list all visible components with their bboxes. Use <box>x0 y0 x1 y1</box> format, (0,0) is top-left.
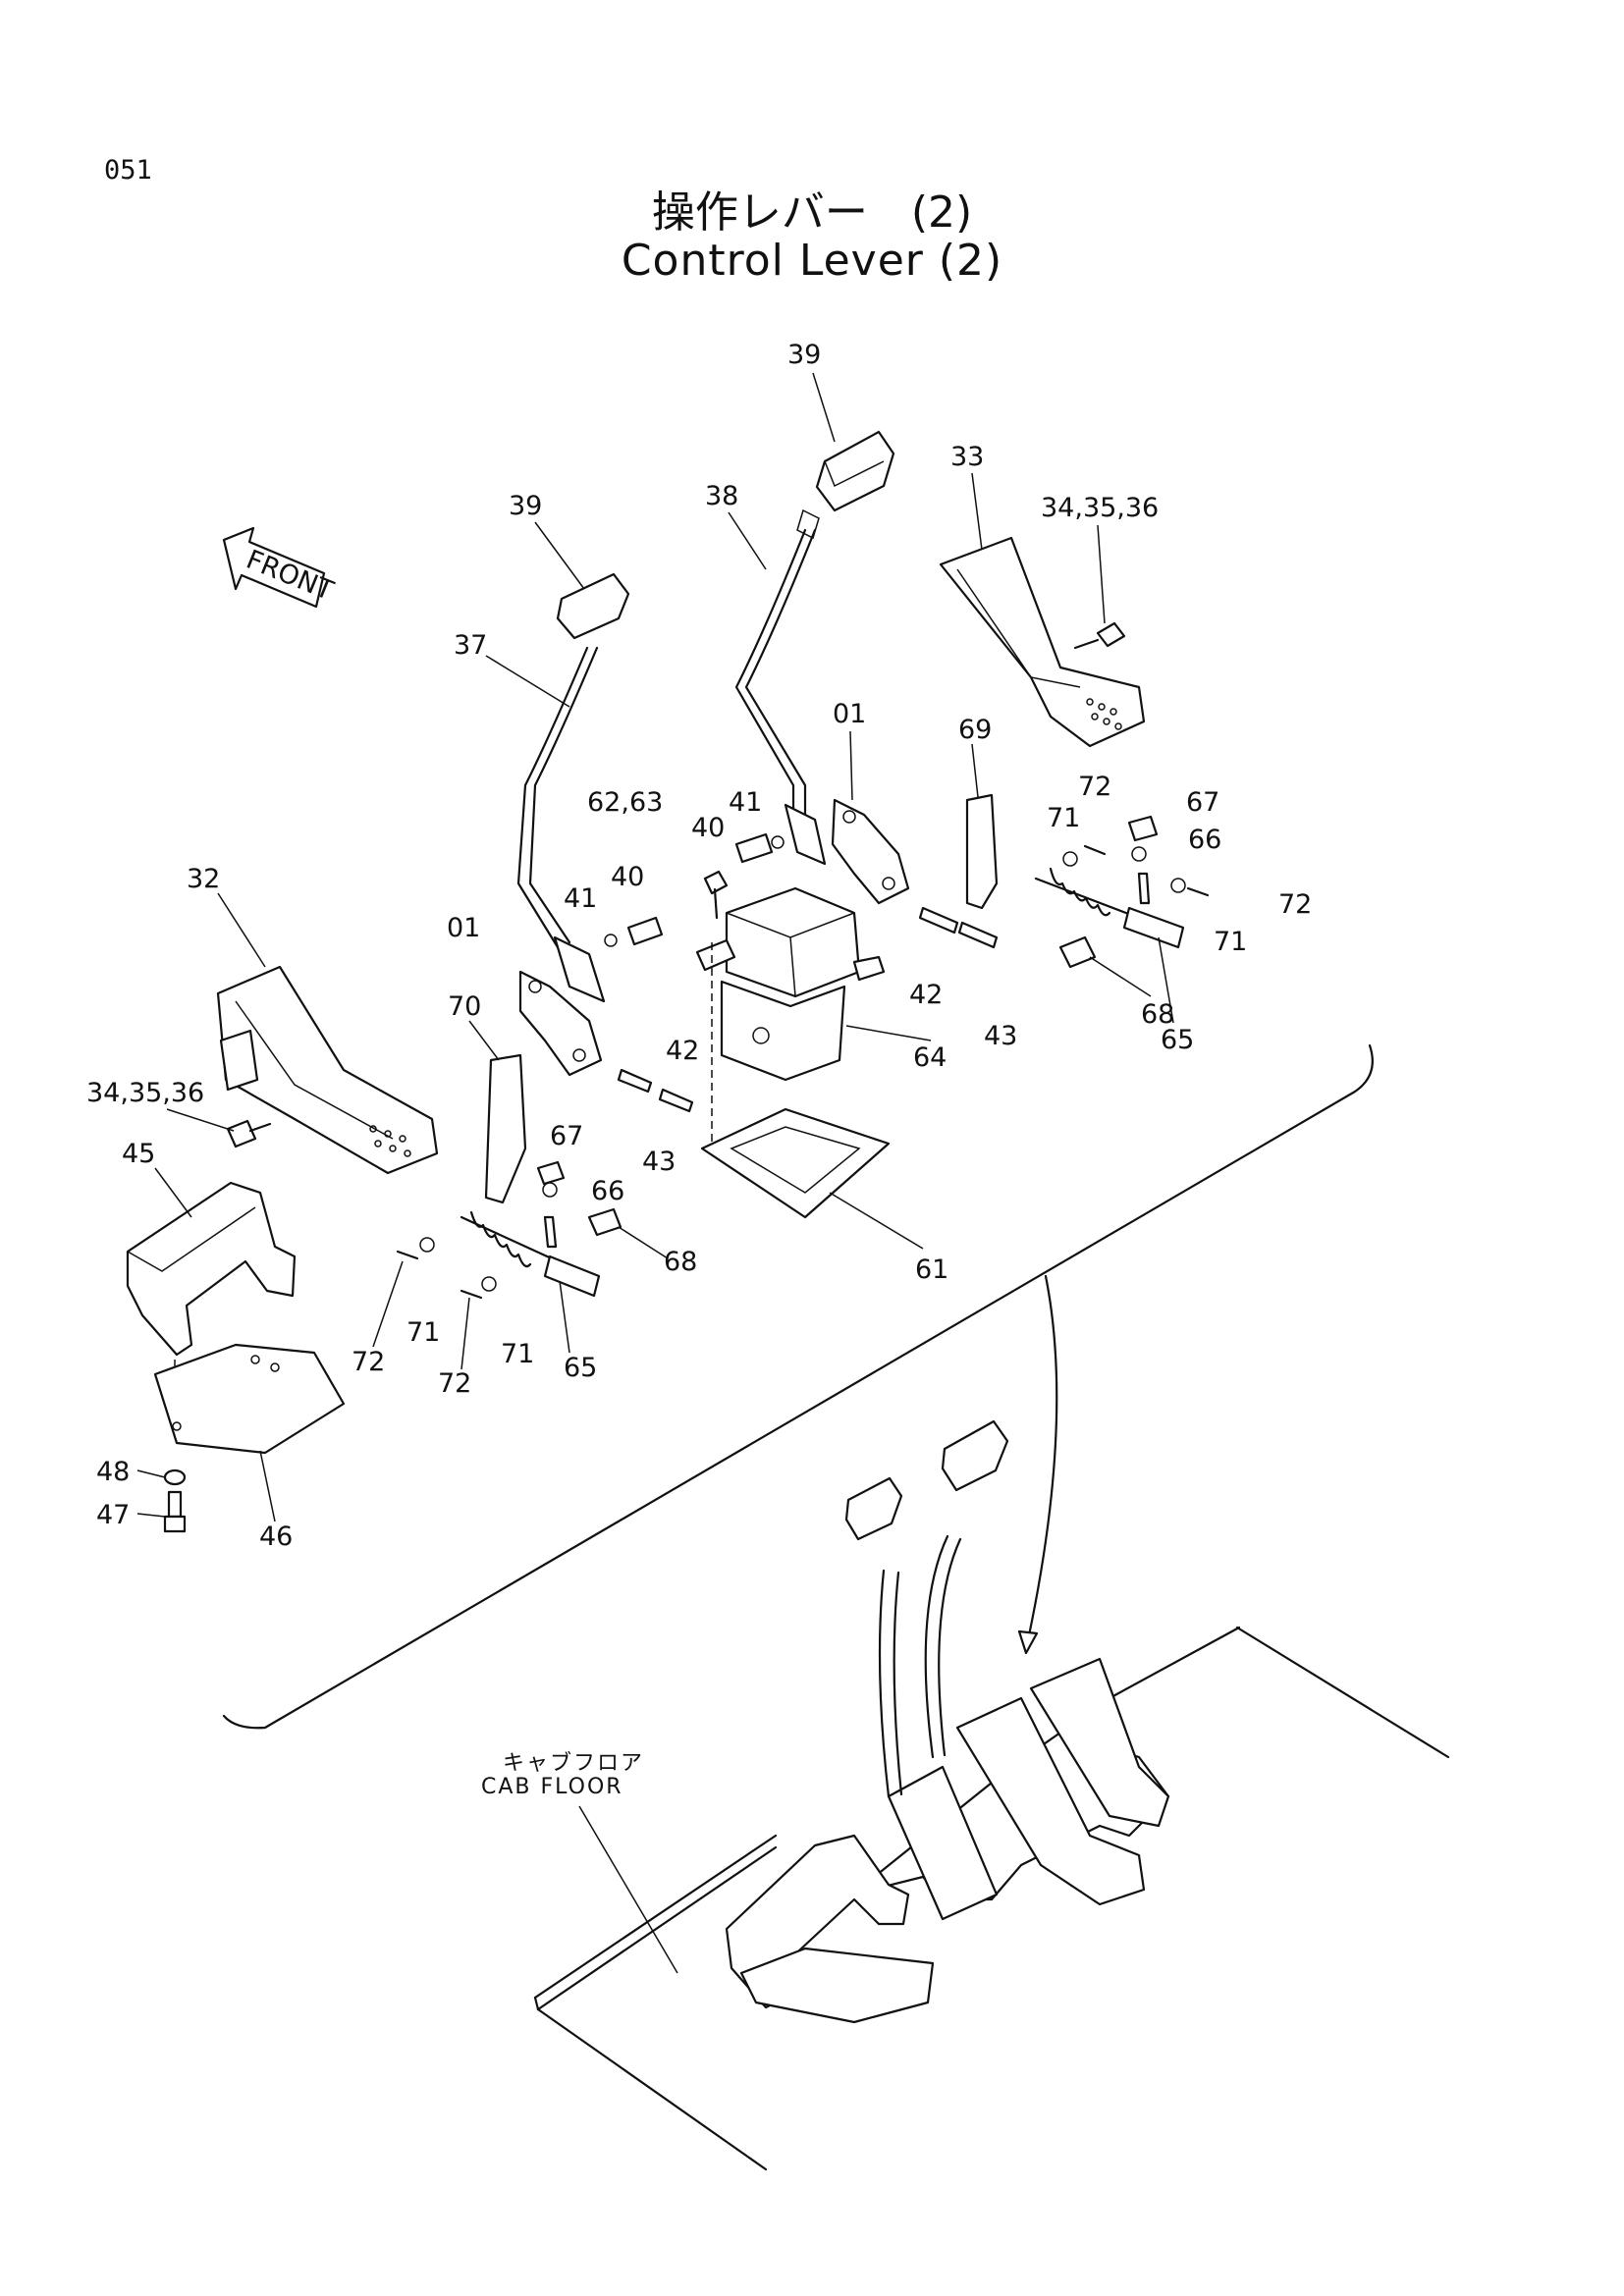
pin-42-left <box>617 1068 653 1094</box>
bracket-70 <box>484 1053 527 1204</box>
pin-72 <box>396 844 1210 1300</box>
plate-61 <box>700 1107 891 1219</box>
pin-43-right <box>957 921 999 949</box>
bolt-40-41-right <box>734 832 785 864</box>
plate-46 <box>153 1343 346 1455</box>
nut-67-right <box>1127 815 1159 842</box>
bolt-47 <box>163 1490 187 1533</box>
callout-45: 45 <box>122 1139 156 1169</box>
bracket-69 <box>965 793 999 910</box>
assembly-boundary-curve <box>222 1043 1374 1730</box>
callout-38: 38 <box>705 481 739 511</box>
callout-68: 68 <box>1141 999 1175 1030</box>
title-japanese: 操作レバー (2) <box>651 187 973 238</box>
callout-66: 66 <box>1188 825 1222 855</box>
washer-66-right <box>1131 846 1147 862</box>
arrowhead-icon <box>1017 1629 1039 1655</box>
callout-67: 67 <box>550 1121 584 1151</box>
pin-42-right <box>918 906 959 934</box>
callout-33: 33 <box>950 442 985 472</box>
bracket-01-left <box>518 970 603 1077</box>
lever-38 <box>734 508 827 866</box>
spring-assembly-65-left <box>460 1210 601 1298</box>
cab-floor-assembly <box>533 1419 1450 2171</box>
title-english: Control Lever (2) <box>621 236 1003 286</box>
callout-01: 01 <box>833 699 867 729</box>
page-number: 051 <box>104 155 152 186</box>
callout-42: 42 <box>909 980 944 1010</box>
knob-39-left <box>556 572 630 640</box>
pilot-valve-64 <box>695 886 886 1082</box>
cab-floor-label-jp: キャブフロア <box>503 1751 645 1776</box>
bracket-01-right <box>831 798 910 905</box>
callout-71: 71 <box>501 1339 535 1369</box>
callout-64: 64 <box>913 1042 947 1073</box>
callout-67: 67 <box>1186 787 1220 818</box>
callout-62-63: 62,63 <box>587 787 664 818</box>
lever-37 <box>516 646 606 1003</box>
bolt-62-63 <box>703 870 729 920</box>
callout-01: 01 <box>447 913 481 943</box>
callout-34-35-36: 34,35,36 <box>86 1078 205 1108</box>
bolt-34-35-36-right <box>1073 621 1126 650</box>
callout-40: 40 <box>611 862 645 892</box>
spring-assembly-65-right <box>1034 867 1185 949</box>
callout-39: 39 <box>787 340 822 370</box>
callout-32: 32 <box>187 864 221 894</box>
callout-65: 65 <box>1161 1025 1195 1055</box>
install-arrow <box>1024 1274 1058 1651</box>
callout-72: 72 <box>438 1368 472 1399</box>
bolt-68-right <box>1058 935 1097 969</box>
pin-43-left <box>658 1088 694 1113</box>
callout-46: 46 <box>259 1522 294 1552</box>
nut-67-left <box>536 1160 566 1186</box>
callout-65: 65 <box>564 1353 598 1383</box>
cab-floor-label-en: CAB FLOOR <box>481 1775 623 1799</box>
callout-71: 71 <box>1214 927 1248 957</box>
callout-41: 41 <box>729 787 763 818</box>
callout-71: 71 <box>1047 803 1081 833</box>
callout-70: 70 <box>448 991 482 1022</box>
callout-43: 43 <box>984 1021 1018 1051</box>
bolt-68-left <box>587 1207 623 1237</box>
callout-41: 41 <box>564 883 598 914</box>
cover-45 <box>126 1181 297 1357</box>
callout-66: 66 <box>591 1176 625 1206</box>
pedal-32 <box>216 965 439 1175</box>
pedal-33 <box>939 536 1146 748</box>
callout-40: 40 <box>691 813 726 843</box>
bolt-34-35-36-left <box>226 1119 272 1148</box>
knob-39-right <box>815 430 895 512</box>
callout-34-35-36: 34,35,36 <box>1041 493 1160 523</box>
callout-37: 37 <box>454 630 488 661</box>
callout-68: 68 <box>664 1247 698 1277</box>
callout-72: 72 <box>352 1347 386 1377</box>
bolt-40-41-left <box>604 916 664 947</box>
callout-72: 72 <box>1078 772 1112 802</box>
washer-71 <box>419 851 1186 1292</box>
callout-42: 42 <box>666 1036 700 1066</box>
callout-43: 43 <box>642 1147 677 1177</box>
callout-72: 72 <box>1278 889 1313 920</box>
callout-47: 47 <box>96 1500 131 1530</box>
callout-61: 61 <box>915 1255 949 1285</box>
callout-71: 71 <box>406 1317 441 1348</box>
callout-69: 69 <box>958 715 993 745</box>
callout-39: 39 <box>509 491 543 521</box>
callout-48: 48 <box>96 1457 131 1487</box>
washer-66-left <box>542 1182 558 1198</box>
